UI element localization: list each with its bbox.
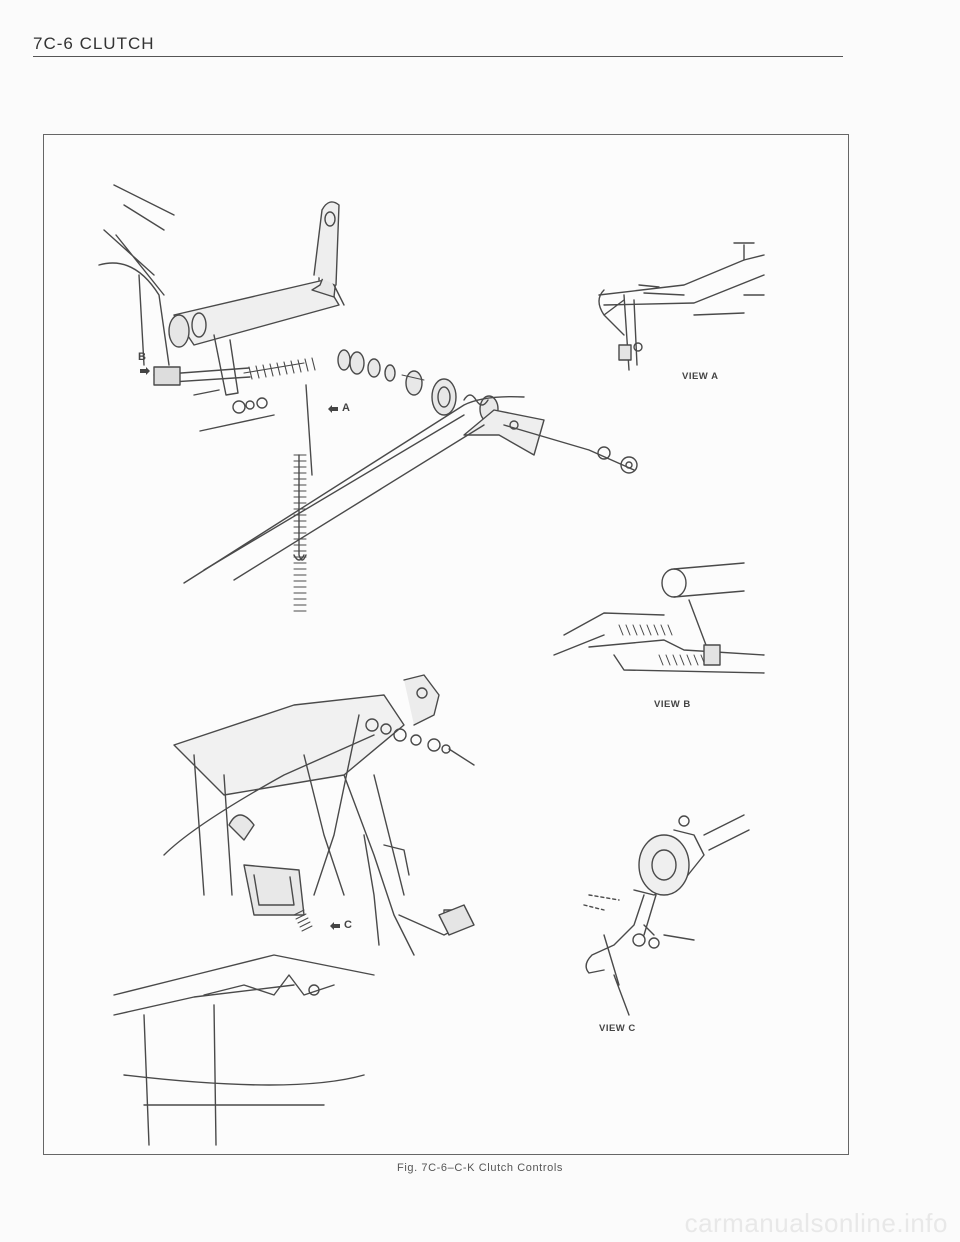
- page-title: 7C-6 CLUTCH: [33, 34, 155, 53]
- callout-b: B: [138, 351, 146, 363]
- page-header: 7C-6 CLUTCH: [33, 34, 843, 57]
- callout-a: A: [342, 402, 350, 414]
- arrow-a-icon: [328, 405, 338, 413]
- callout-c: C: [344, 919, 352, 931]
- figure-frame: VIEW A VIEW B VIEW C B A C: [43, 134, 849, 1155]
- view-a-label: VIEW A: [682, 371, 719, 382]
- clutch-controls-illustration: [98, 184, 765, 1146]
- arrow-c-icon: [330, 922, 340, 930]
- figure-caption: Fig. 7C-6–C-K Clutch Controls: [397, 1162, 563, 1174]
- view-c-detail: [583, 814, 750, 1016]
- watermark: carmanualsonline.info: [684, 1208, 948, 1238]
- arrow-b-icon: [140, 367, 150, 375]
- main-linkage-assembly: [98, 184, 638, 612]
- view-b-label: VIEW B: [654, 699, 691, 710]
- view-b-detail: [553, 562, 765, 674]
- view-c-label: VIEW C: [599, 1023, 636, 1034]
- view-a-detail: [598, 242, 765, 371]
- pedal-assembly: [113, 674, 475, 1146]
